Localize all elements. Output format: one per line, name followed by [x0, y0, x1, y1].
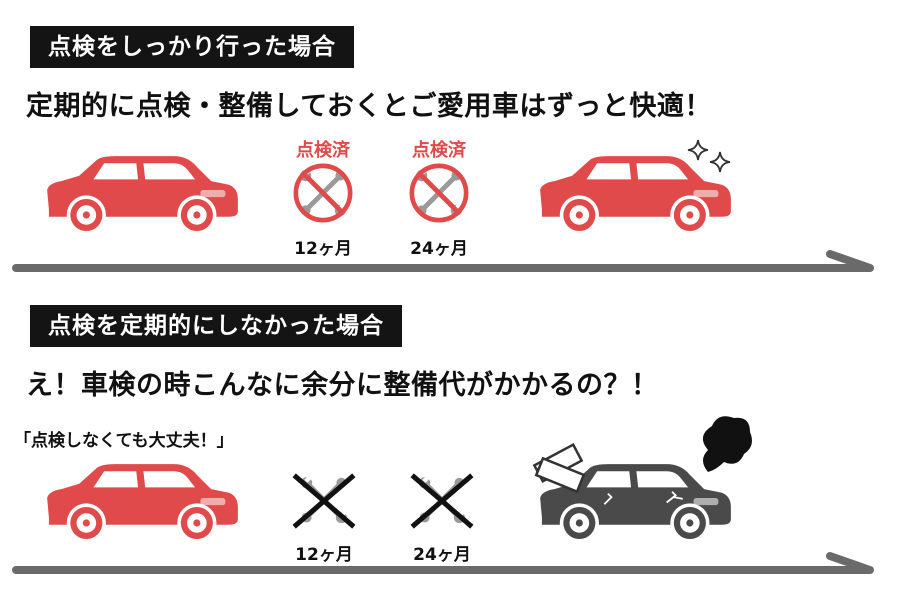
inspected-wrench-stamp-icon	[293, 163, 353, 223]
crossed-out-tools-icon	[292, 473, 356, 529]
section-bad-headline: え！車検の時こんなに余分に整備代がかかるの？！	[26, 370, 659, 401]
stamp-label-24: 点検済	[412, 140, 466, 161]
month-label-24: 24ヶ月	[410, 239, 468, 259]
month-label-24: 24ヶ月	[413, 545, 471, 565]
smoke-cloud-icon	[702, 416, 752, 472]
month-label-12: 12ヶ月	[295, 545, 353, 565]
month-label-12: 12ヶ月	[294, 239, 352, 259]
section-bad-quote: 「点検しなくても大丈夫！」	[14, 431, 234, 451]
crossed-out-tools-icon	[410, 473, 474, 529]
stamp-label-12: 点検済	[296, 140, 350, 161]
red-suv-icon	[40, 460, 245, 545]
sparkle-icon	[687, 139, 731, 173]
timeline-arrow-bad	[12, 552, 874, 574]
section-good-headline: 定期的に点検・整備しておくとご愛用車はずっと快適！	[26, 91, 712, 122]
red-suv-icon	[40, 152, 245, 237]
section-good-banner: 点検をしっかり行った場合	[30, 26, 354, 68]
timeline-arrow-good	[12, 250, 874, 272]
broken-gray-suv-icon	[533, 460, 738, 545]
section-bad-banner: 点検を定期的にしなかった場合	[30, 305, 402, 347]
bandage-icon	[532, 443, 586, 494]
inspected-wrench-stamp-icon	[409, 163, 469, 223]
